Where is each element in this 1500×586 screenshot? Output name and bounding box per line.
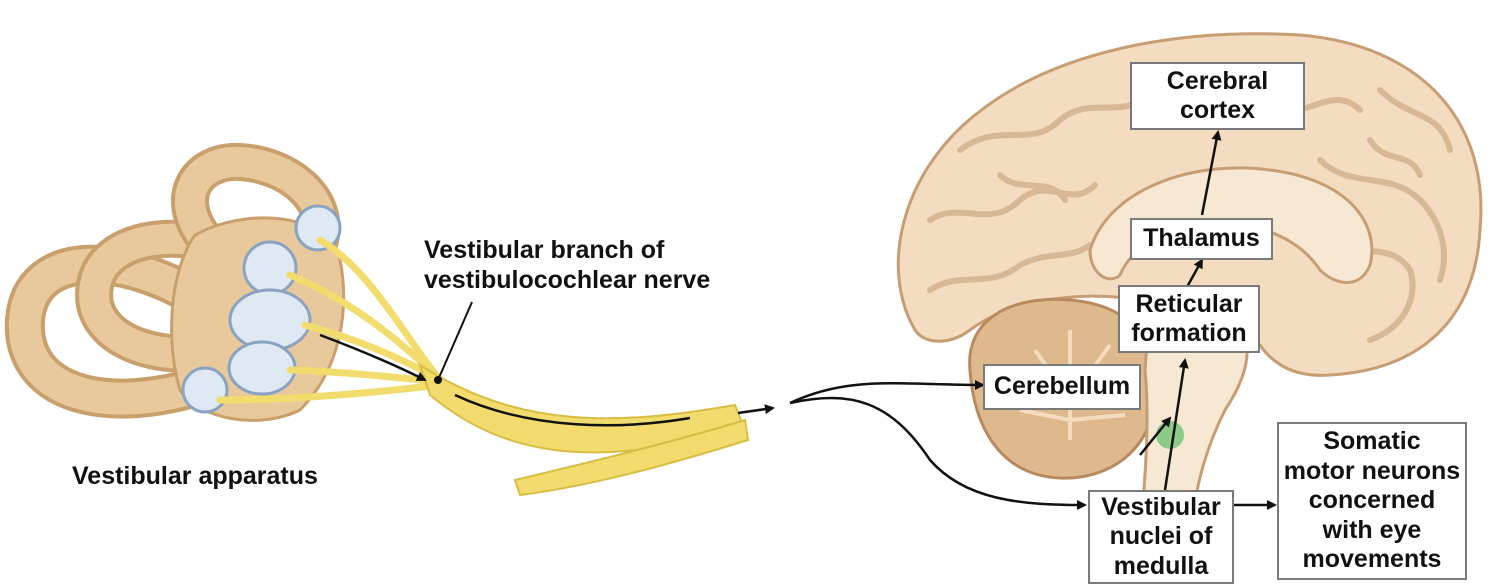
arrow-nerve-to-brain bbox=[737, 404, 775, 415]
ampulla-icon bbox=[294, 204, 342, 252]
pathway-arrows bbox=[737, 130, 1277, 510]
label-nerve-branch: Vestibular branch of vestibulocochlear n… bbox=[424, 236, 711, 294]
arrow-nuclei-to-cerebellum-path bbox=[1139, 416, 1172, 456]
utricle bbox=[228, 288, 312, 352]
ampulla-icon bbox=[242, 240, 298, 296]
arrow-reticular-to-thalamus bbox=[1185, 258, 1204, 288]
arrow-thalamus-to-cortex bbox=[1200, 130, 1222, 216]
arrow-to-vestibular-nuclei bbox=[789, 396, 1087, 510]
cochlear-nerve-branch bbox=[513, 418, 750, 497]
box-cerebral-cortex: Cerebral cortex bbox=[1130, 62, 1305, 130]
vestibular-apparatus-illustration bbox=[4, 143, 750, 497]
box-cerebellum: Cerebellum bbox=[983, 364, 1141, 410]
nerve-label-leader bbox=[437, 301, 473, 381]
nerve-signal-arrow bbox=[319, 333, 427, 382]
nerve-label-leader-dot bbox=[434, 376, 442, 384]
nerve-signal-line bbox=[454, 393, 691, 427]
arrow-nuclei-to-reticular bbox=[1163, 358, 1189, 491]
box-somatic-motor-neurons: Somatic motor neurons concerned with eye… bbox=[1277, 422, 1467, 580]
label-vestibular-apparatus: Vestibular apparatus bbox=[72, 462, 318, 490]
arrow-to-cerebellum bbox=[789, 379, 985, 405]
box-reticular-formation: Reticular formation bbox=[1118, 285, 1260, 353]
ampulla-icon bbox=[181, 366, 229, 414]
saccule bbox=[227, 340, 297, 396]
vestibular-nuclei-marker bbox=[1156, 421, 1184, 449]
box-thalamus: Thalamus bbox=[1130, 218, 1273, 260]
box-vestibular-nuclei: Vestibular nuclei of medulla bbox=[1088, 490, 1234, 584]
